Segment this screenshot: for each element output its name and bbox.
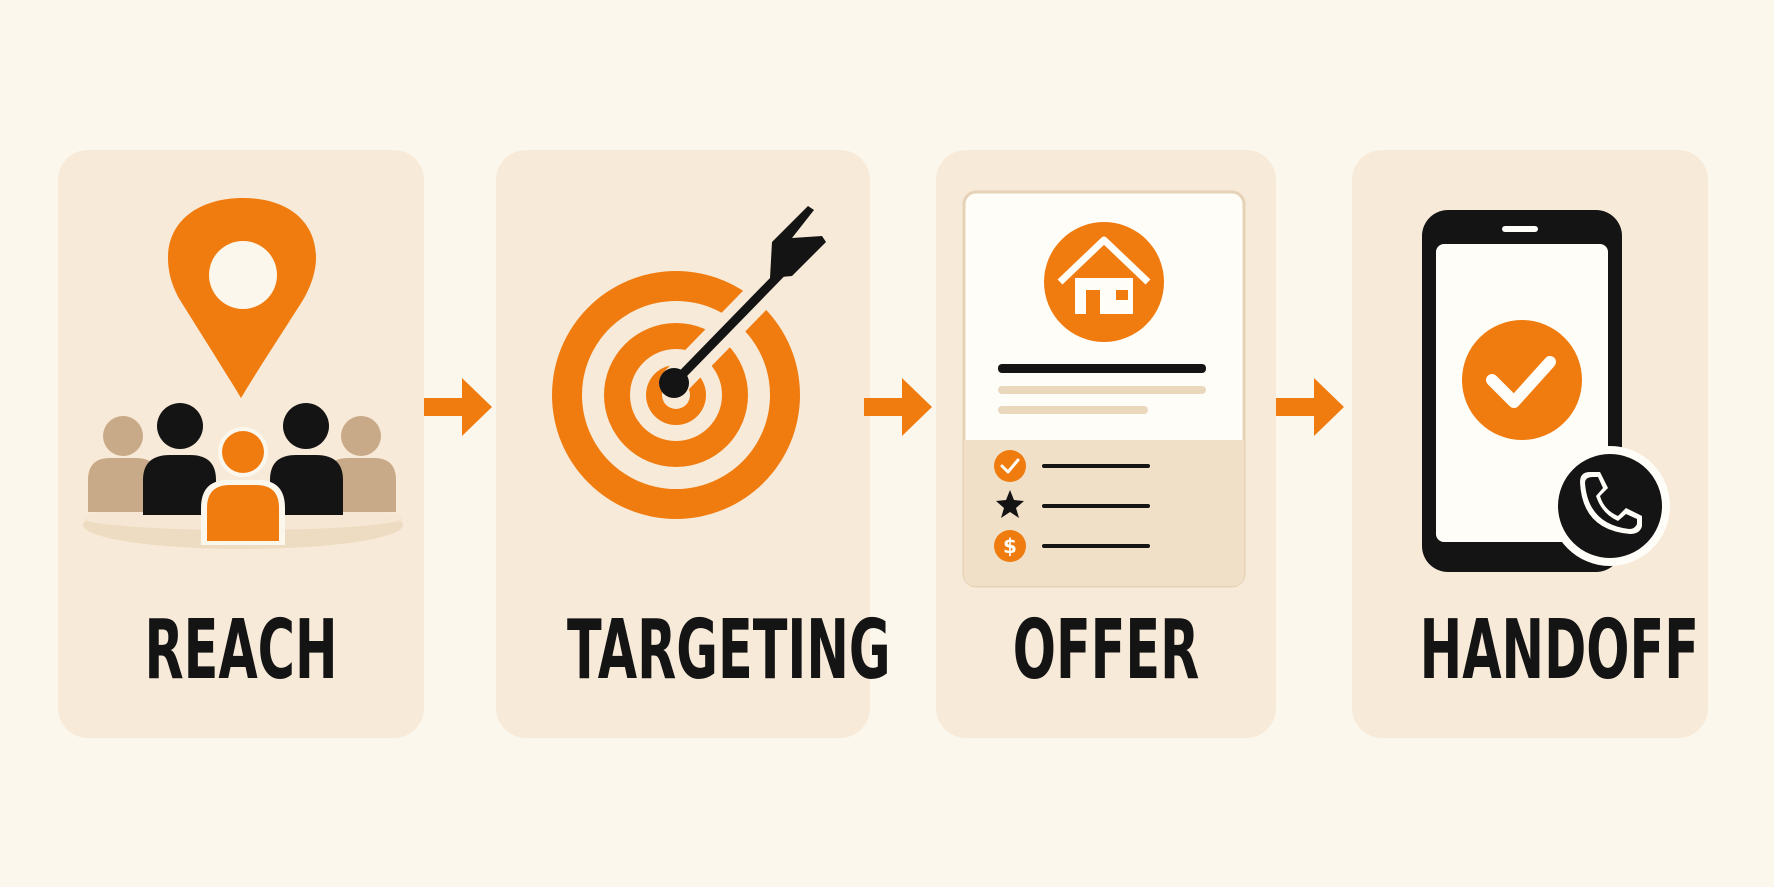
arrow-right-icon: [1276, 378, 1344, 436]
svg-text:$: $: [1003, 534, 1017, 558]
location-pin-with-crowd-icon: [83, 198, 403, 549]
phone-check-call-icon: [1422, 210, 1670, 572]
step-label-handoff: HANDOFF: [1419, 603, 1699, 698]
step-card-targeting: TARGETING: [496, 150, 891, 738]
step-label-offer: OFFER: [1012, 603, 1200, 698]
step-card-offer: $ OFFER: [936, 150, 1276, 738]
target-with-arrow-icon: [552, 206, 826, 519]
arrow-right-icon: [424, 378, 492, 436]
step-card-reach: REACH: [58, 150, 424, 738]
step-label-reach: REACH: [144, 603, 338, 698]
step-card-handoff: HANDOFF: [1352, 150, 1708, 738]
step-label-targeting: TARGETING: [567, 603, 891, 698]
arrow-right-icon: [864, 378, 932, 436]
house-offer-card-icon: $: [962, 190, 1246, 588]
